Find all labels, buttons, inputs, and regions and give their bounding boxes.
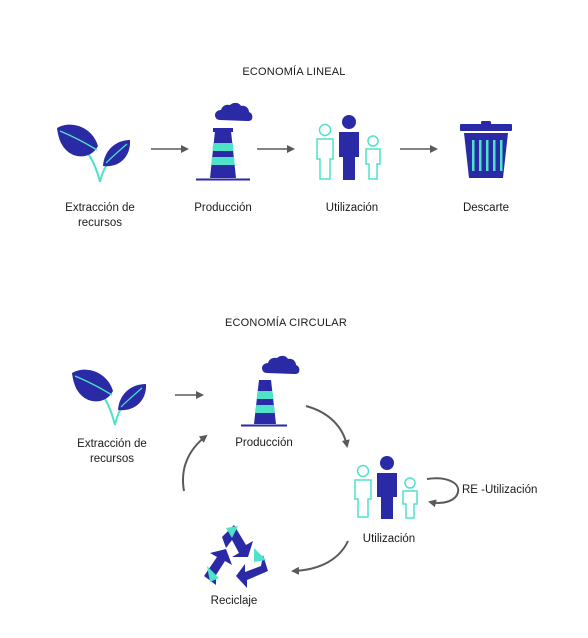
circular-utilization-label: Utilización xyxy=(362,533,416,545)
people-icon xyxy=(316,115,381,180)
circular-economy-title: ECONOMÍA CIRCULAR xyxy=(225,317,347,329)
leaf-icon xyxy=(57,124,131,183)
trash-can-icon xyxy=(460,121,512,178)
linear-extraction-label: Extracción de recursos xyxy=(65,202,135,229)
circular-leaf-icon xyxy=(72,369,147,426)
linear-production-label: Producción xyxy=(194,202,252,214)
circular-people-icon xyxy=(354,456,418,519)
linear-discard-label: Descarte xyxy=(462,202,510,214)
linear-economy-title: ECONOMÍA LINEAL xyxy=(242,66,346,78)
factory-icon xyxy=(196,102,253,181)
circular-factory-icon xyxy=(241,355,300,427)
reuse-label: RE -Utilización xyxy=(462,484,538,496)
reuse-loop-arrow xyxy=(426,477,460,508)
circular-production-label: Producción xyxy=(235,437,293,449)
circular-extraction-label: Extracción de recursos xyxy=(77,438,147,465)
linear-utilization-label: Utilización xyxy=(325,202,379,214)
circular-arrow-recycling-to-production xyxy=(182,434,208,492)
recycling-label: Reciclaje xyxy=(210,595,258,607)
recycling-icon xyxy=(204,525,268,588)
circular-arrow-production-to-utilization xyxy=(305,405,350,448)
circular-arrow-utilization-to-recycling xyxy=(291,540,349,575)
